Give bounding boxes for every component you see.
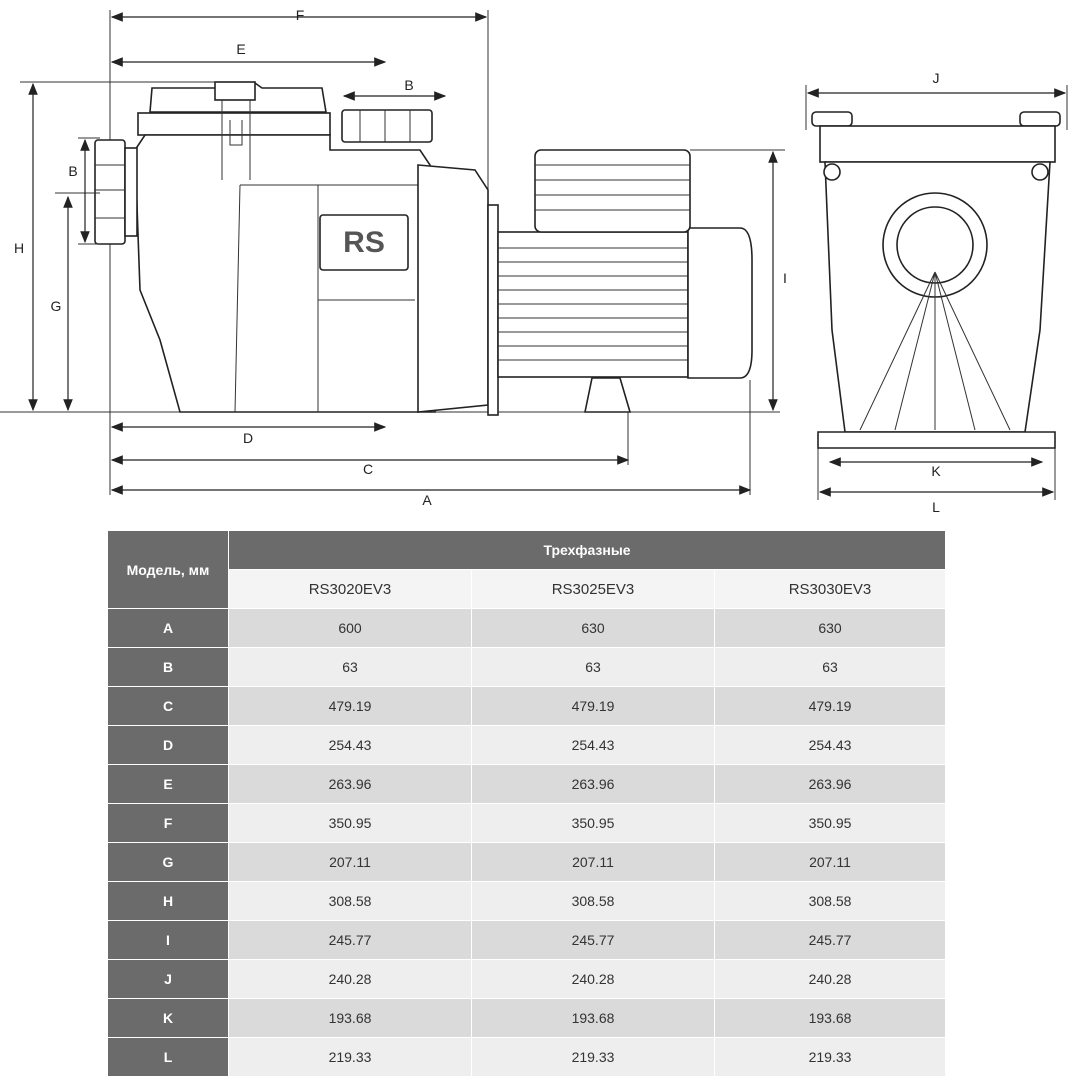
row-value: 219.33 bbox=[228, 1037, 472, 1077]
pump-front-view bbox=[805, 85, 1068, 500]
row-value: 350.95 bbox=[713, 803, 947, 843]
row-value: 308.58 bbox=[713, 881, 947, 921]
row-value: 63 bbox=[471, 647, 715, 687]
row-value: 245.77 bbox=[713, 920, 947, 960]
dim-label-b-top: B bbox=[404, 77, 413, 93]
row-value: 207.11 bbox=[228, 842, 472, 882]
dim-label-d: D bbox=[243, 430, 253, 446]
dimension-lines bbox=[20, 12, 1067, 497]
row-key: B bbox=[107, 647, 229, 687]
row-key: H bbox=[107, 881, 229, 921]
pump-dimension-drawing: RS bbox=[0, 7, 1068, 515]
dimension-labels: F E B H G B I D C A J K L bbox=[14, 7, 941, 515]
row-value: 63 bbox=[228, 647, 472, 687]
dim-label-g: G bbox=[51, 298, 62, 314]
row-key: I bbox=[107, 920, 229, 960]
dimensions-table: Модель, мм Трехфазные RS3020EV3 RS3025EV… bbox=[107, 530, 947, 1077]
row-value: 219.33 bbox=[471, 1037, 715, 1077]
row-value: 240.28 bbox=[228, 959, 472, 999]
row-value: 479.19 bbox=[228, 686, 472, 726]
row-value: 630 bbox=[713, 608, 947, 648]
row-value: 600 bbox=[228, 608, 472, 648]
dim-label-a: A bbox=[422, 492, 432, 508]
row-value: 350.95 bbox=[471, 803, 715, 843]
row-value: 263.96 bbox=[228, 764, 472, 804]
row-key: C bbox=[107, 686, 229, 726]
row-key: D bbox=[107, 725, 229, 765]
row-key: E bbox=[107, 764, 229, 804]
row-key: L bbox=[107, 1037, 229, 1077]
row-key: F bbox=[107, 803, 229, 843]
row-value: 207.11 bbox=[471, 842, 715, 882]
row-value: 245.77 bbox=[228, 920, 472, 960]
row-value: 63 bbox=[713, 647, 947, 687]
row-value: 240.28 bbox=[713, 959, 947, 999]
dim-label-k: K bbox=[931, 463, 941, 479]
row-value: 308.58 bbox=[471, 881, 715, 921]
dim-label-i: I bbox=[783, 270, 787, 286]
dim-label-h: H bbox=[14, 240, 24, 256]
row-value: 193.68 bbox=[713, 998, 947, 1038]
dim-label-c: C bbox=[363, 461, 373, 477]
row-value: 240.28 bbox=[471, 959, 715, 999]
row-value: 207.11 bbox=[713, 842, 947, 882]
dim-label-l: L bbox=[932, 499, 940, 515]
row-value: 479.19 bbox=[471, 686, 715, 726]
row-key: K bbox=[107, 998, 229, 1038]
model-header: RS3025EV3 bbox=[471, 569, 715, 609]
row-value: 193.68 bbox=[228, 998, 472, 1038]
model-header: RS3030EV3 bbox=[713, 569, 947, 609]
row-value: 254.43 bbox=[713, 725, 947, 765]
dim-label-e: E bbox=[236, 41, 245, 57]
row-value: 263.96 bbox=[713, 764, 947, 804]
dim-label-j: J bbox=[933, 70, 940, 86]
row-value: 630 bbox=[471, 608, 715, 648]
group-header: Трехфазные bbox=[227, 530, 947, 570]
dim-label-f: F bbox=[296, 7, 305, 23]
row-value: 219.33 bbox=[713, 1037, 947, 1077]
row-value: 254.43 bbox=[471, 725, 715, 765]
row-value: 350.95 bbox=[228, 803, 472, 843]
row-value: 245.77 bbox=[471, 920, 715, 960]
row-value: 263.96 bbox=[471, 764, 715, 804]
row-value: 254.43 bbox=[228, 725, 472, 765]
model-header: RS3020EV3 bbox=[228, 569, 472, 609]
corner-header: Модель, мм bbox=[107, 530, 229, 609]
row-key: G bbox=[107, 842, 229, 882]
row-key: A bbox=[107, 608, 229, 648]
row-value: 308.58 bbox=[228, 881, 472, 921]
pump-side-view: RS bbox=[0, 10, 780, 495]
dim-label-b-side: B bbox=[68, 163, 77, 179]
rs-logo: RS bbox=[343, 226, 385, 259]
row-value: 193.68 bbox=[471, 998, 715, 1038]
row-key: J bbox=[107, 959, 229, 999]
row-value: 479.19 bbox=[713, 686, 947, 726]
